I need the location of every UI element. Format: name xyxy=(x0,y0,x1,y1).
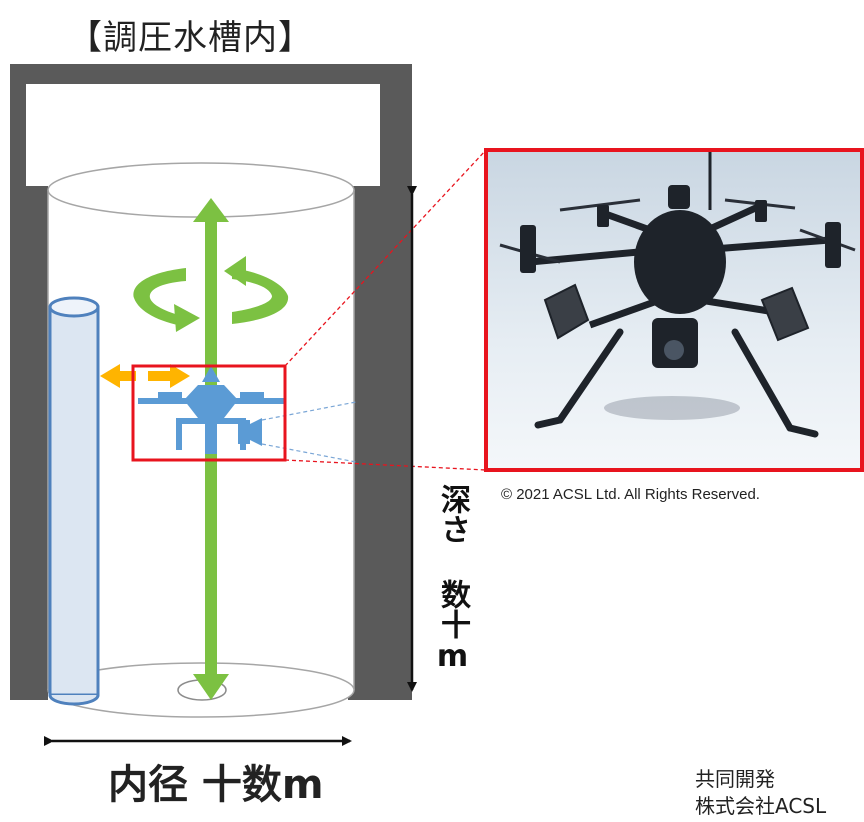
rotate-arrows-icon xyxy=(133,256,289,332)
photo-frame xyxy=(484,148,864,472)
zoom-connector-lines xyxy=(284,149,487,471)
credit-line-company: 株式会社ACSL xyxy=(695,794,827,818)
drone-highlight-box xyxy=(131,364,287,462)
development-credit: 共同開発 株式会社ACSL xyxy=(695,766,826,820)
camera-icon xyxy=(238,418,262,446)
photo-copyright: © 2021 ACSL Ltd. All Rights Reserved. xyxy=(501,486,760,503)
vertical-pipe xyxy=(48,296,100,706)
drone-icon xyxy=(100,364,357,463)
depth-label: 深さ 数十m xyxy=(435,484,470,674)
diameter-label: 内径 十数m xyxy=(108,762,324,808)
horizontal-motion-arrows xyxy=(100,364,190,388)
drone-photo xyxy=(486,150,862,470)
page-title: 【調圧水槽内】 xyxy=(68,18,313,58)
credit-line-joint-development: 共同開発 xyxy=(695,767,775,791)
